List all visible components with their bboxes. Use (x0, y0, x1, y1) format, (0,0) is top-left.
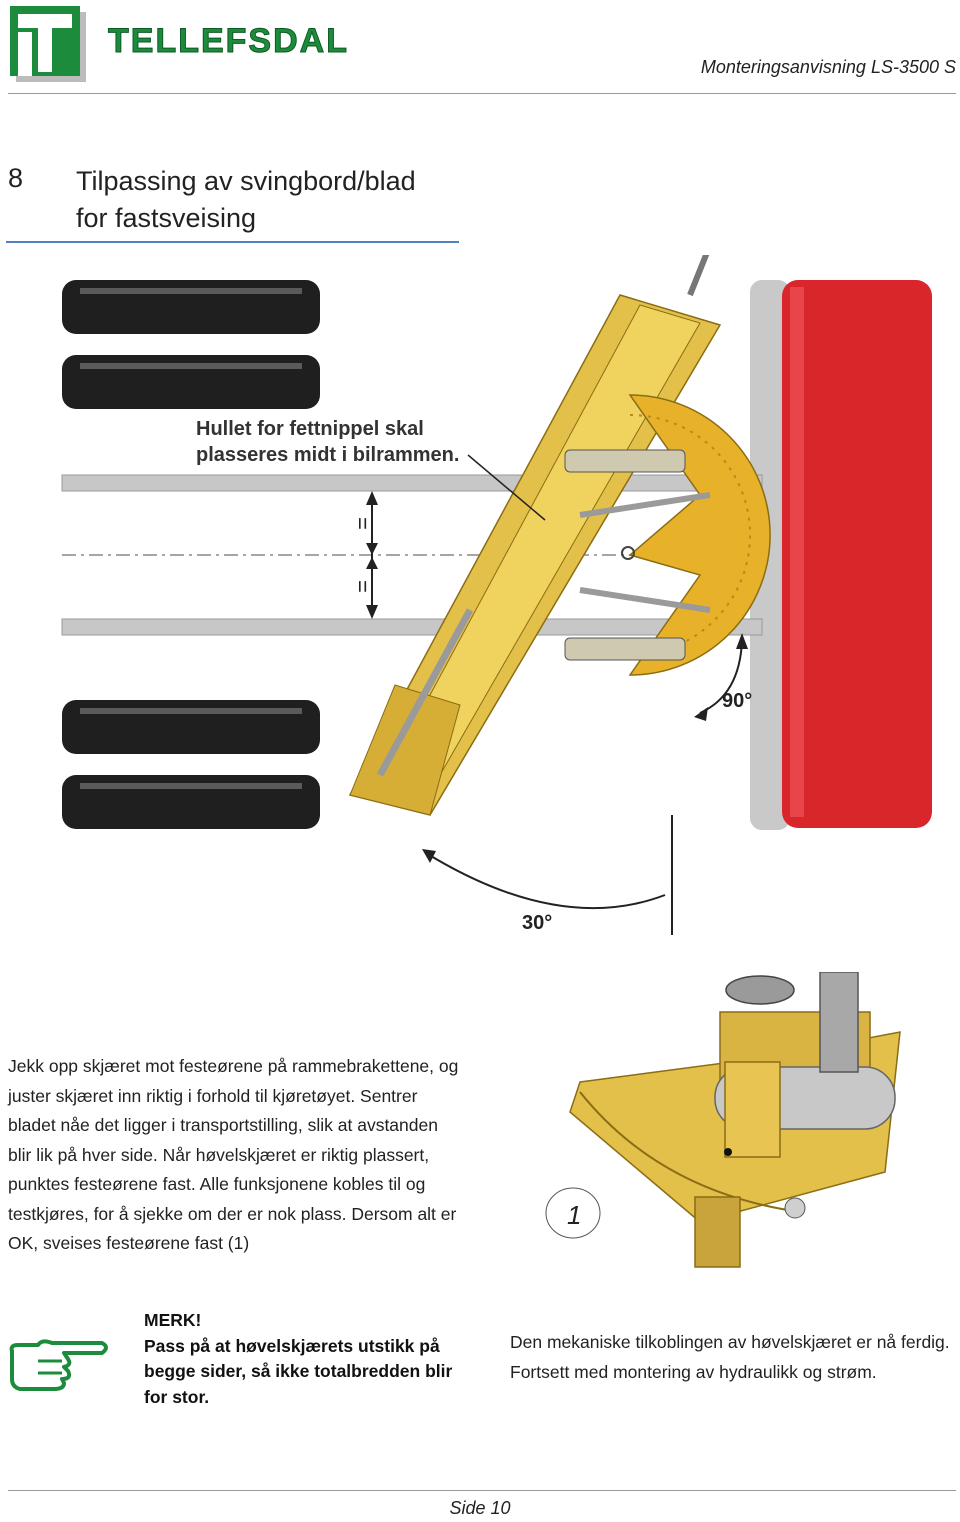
page-number: Side 10 (449, 1498, 511, 1518)
footer-divider (8, 1490, 956, 1491)
vehicle-body (782, 280, 932, 828)
angle-arc-30 (425, 852, 666, 910)
centering-dimension: = = (350, 491, 378, 619)
tellefsdal-logo: TELLEFSDAL (10, 6, 349, 82)
instructions-paragraph: Jekk opp skjæret mot festeørene på ramme… (8, 1056, 459, 1253)
pointing-hand-icon (9, 1339, 108, 1391)
detail-label: 1 (567, 1200, 581, 1230)
angle-90-label: 90° (722, 690, 752, 712)
tyres (62, 280, 320, 829)
equal-mark-upper: = (350, 517, 375, 530)
section-title: Tilpassing av svingbord/blad for fastsve… (76, 163, 416, 237)
document-title: Monteringsanvisning LS-3500 S (700, 57, 956, 77)
callout-leader (467, 454, 546, 521)
angle-30-label: 30° (522, 912, 552, 934)
mechanical-complete-text: Den mekaniske tilkoblingen av høvelskjær… (510, 1332, 950, 1382)
section-title-line-2: for fastsveising (76, 203, 257, 233)
section-title-line-1: Tilpassing av svingbord/blad (76, 166, 416, 196)
note-heading: MERK! (144, 1310, 202, 1330)
logo-text: TELLEFSDAL (108, 22, 349, 60)
plow-blade (348, 255, 722, 816)
equal-mark-lower: = (350, 580, 375, 593)
title-underline (6, 241, 459, 243)
mounting-diagram: Hullet for fettnippel skal plasseres mid… (61, 255, 932, 935)
note-text: Pass på at høvelskjærets utstikk på begg… (144, 1335, 453, 1407)
note-box: MERK! Pass på at høvelskjærets utstikk p… (144, 1308, 474, 1410)
turntable (564, 394, 771, 676)
callout-line-1: Hullet for fettnippel skal (196, 418, 424, 440)
callout-line-2: plasseres midt i bilrammen. (196, 444, 459, 466)
section-number: 8 (8, 163, 24, 193)
weld-detail-figure: 1 (545, 972, 901, 1268)
header-divider (8, 93, 956, 94)
